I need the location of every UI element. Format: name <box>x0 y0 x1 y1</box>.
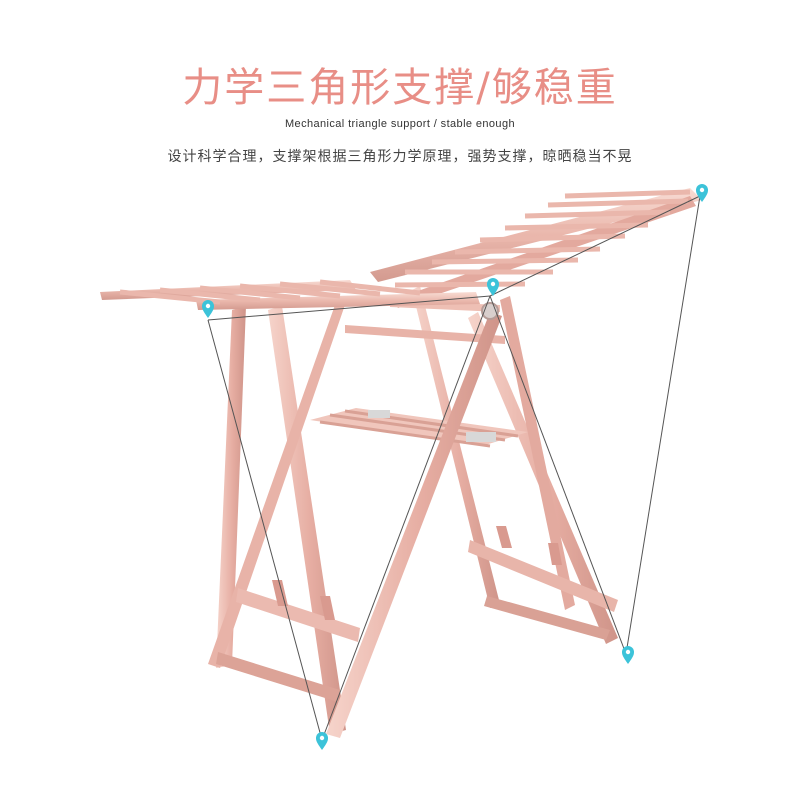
triangle-guide-lines <box>207 195 701 741</box>
location-pin-icon <box>202 300 214 318</box>
location-pin-icon <box>696 184 708 202</box>
middle-shelf <box>310 408 528 448</box>
page-title: 力学三角形支撑/够稳重 <box>182 65 618 111</box>
page-subtitle: Mechanical triangle support / stable eno… <box>284 118 515 130</box>
location-pin-icon <box>487 278 499 296</box>
front-leg-frame <box>208 302 502 738</box>
back-leg-frame <box>412 286 618 644</box>
location-pin-icon <box>622 646 634 664</box>
right-wing-rack <box>370 188 702 308</box>
location-pin-icon <box>316 732 328 750</box>
page-description: 设计科学合理，支撑架根据三角形力学原理，强势支撑，晾晒稳当不晃 <box>167 149 633 165</box>
